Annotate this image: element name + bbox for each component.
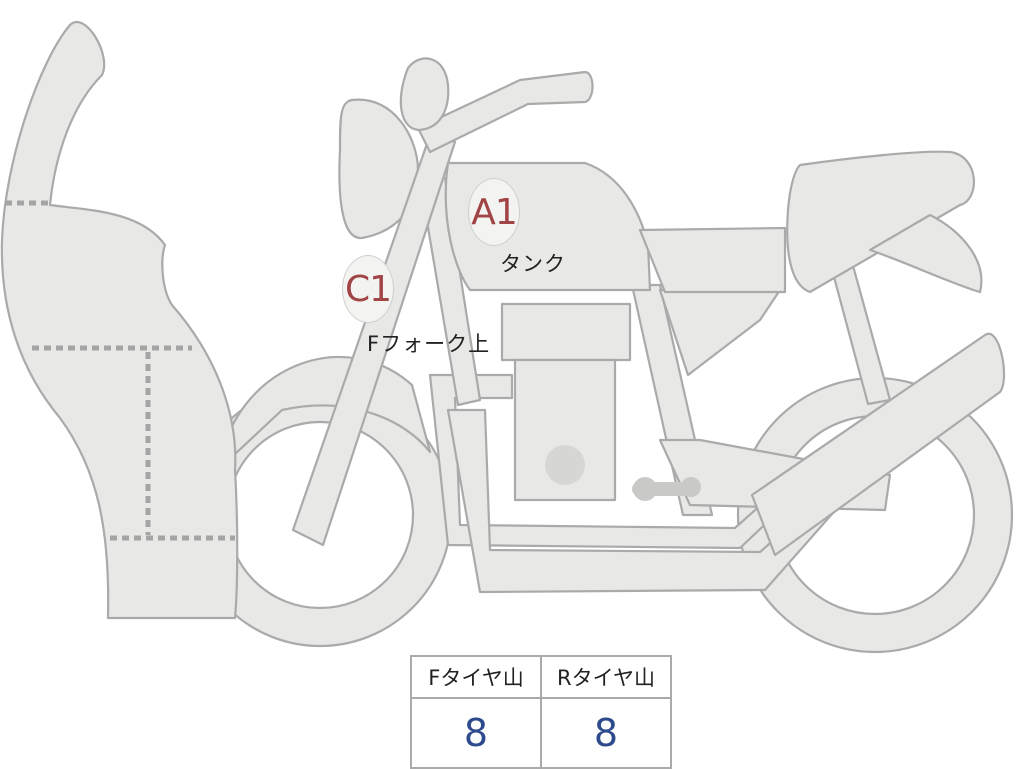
tire-table-header-rear: Rタイヤ山 <box>540 655 672 699</box>
front-cowl <box>0 21 239 620</box>
marker-c1-label: Fフォーク上 <box>367 332 491 356</box>
tire-tread-table: Fタイヤ山 Rタイヤ山 8 8 <box>410 655 672 769</box>
engine-case <box>513 358 617 502</box>
marker-a1-code: A1 <box>471 191 518 233</box>
rear-tire-value: 8 <box>540 697 672 769</box>
mirror <box>399 57 450 132</box>
tail-cowl <box>868 213 983 294</box>
tire-table-header-row: Fタイヤ山 Rタイヤ山 <box>410 655 672 699</box>
marker-c1-code: C1 <box>344 268 392 310</box>
headlight <box>338 98 420 240</box>
seat <box>786 150 975 294</box>
front-tire-value: 8 <box>410 697 542 769</box>
foot-peg-knob-rear <box>681 477 701 497</box>
seat-front <box>638 226 787 294</box>
marker-a1[interactable]: A1 <box>468 178 520 246</box>
tire-table-value-row: 8 8 <box>410 697 672 769</box>
marker-a1-label: タンク <box>500 252 566 276</box>
tire-table-header-front: Fタイヤ山 <box>410 655 542 699</box>
marker-c1[interactable]: C1 <box>342 255 394 323</box>
handlebar <box>416 70 594 154</box>
engine-cover <box>545 445 585 485</box>
foot-peg-knob <box>633 477 657 501</box>
muffler <box>750 332 1006 557</box>
engine-cylinder <box>500 302 632 362</box>
